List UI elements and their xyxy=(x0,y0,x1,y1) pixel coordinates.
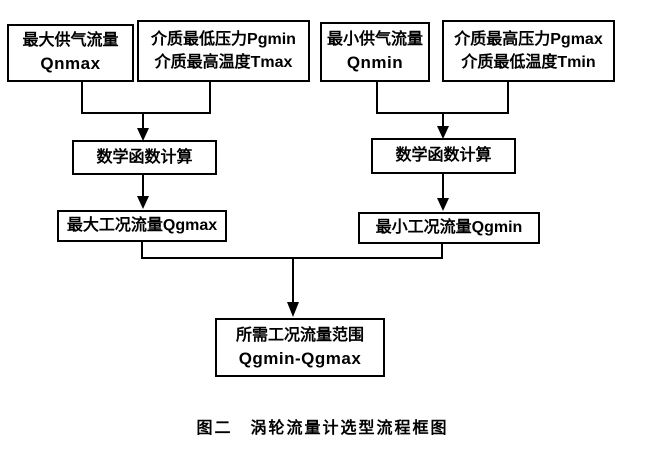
node-min-pressure-max-temp: 介质最低压力Pgmin 介质最高温度Tmax xyxy=(137,20,310,82)
node-math-function-calc-right: 数学函数计算 xyxy=(371,138,516,174)
node-label-line2: 介质最低温度Tmin xyxy=(461,54,596,71)
node-min-supply-flow: 最小供气流量 Qnmin xyxy=(320,22,430,82)
node-max-operating-flow: 最大工况流量Qgmax xyxy=(57,210,227,242)
node-label: 最小工况流量Qgmin xyxy=(375,219,523,237)
node-label-line1: 最小供气流量 xyxy=(326,31,423,49)
node-label: 最大工况流量Qgmax xyxy=(66,217,218,235)
node-label-line2: Qnmin xyxy=(346,53,404,73)
node-math-function-calc-left: 数学函数计算 xyxy=(72,140,217,175)
connector-top-right-merge xyxy=(376,80,509,139)
node-label-line1: 最大供气流量 xyxy=(22,32,119,50)
node-min-operating-flow: 最小工况流量Qgmin xyxy=(358,212,540,244)
node-label: 数学函数计算 xyxy=(96,148,193,166)
node-label: 数学函数计算 xyxy=(395,147,492,165)
node-max-supply-flow: 最大供气流量 Qnmax xyxy=(7,24,134,82)
connector-bottom-merge xyxy=(141,242,443,317)
node-label-line2: 介质最高温度Tmax xyxy=(154,54,293,71)
node-label-line1: 介质最低压力Pgmin xyxy=(151,30,296,48)
node-label-line2: Qgmin-Qgmax xyxy=(238,348,362,368)
node-label-line1: 介质最高压力Pgmax xyxy=(454,30,603,48)
connector-calc-right-to-qgmin xyxy=(437,174,449,211)
connector-calc-left-to-qgmax xyxy=(137,175,149,209)
node-label-line1: 所需工况流量范围 xyxy=(235,326,364,344)
connector-top-left-merge xyxy=(81,82,211,141)
node-max-pressure-min-temp: 介质最高压力Pgmax 介质最低温度Tmin xyxy=(442,20,615,82)
node-label-line2: Qnmax xyxy=(40,54,101,74)
figure-caption: 图二 涡轮流量计选型流程框图 xyxy=(196,420,449,437)
node-required-flow-range: 所需工况流量范围 Qgmin-Qgmax xyxy=(215,318,385,377)
